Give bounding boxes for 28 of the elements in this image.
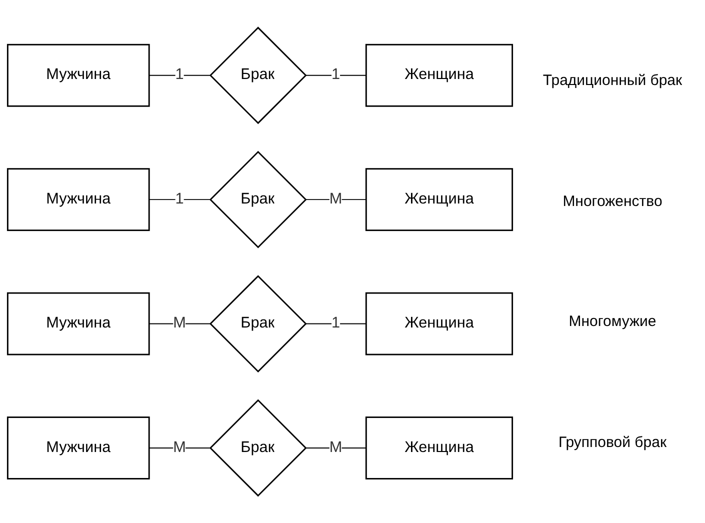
connector: [148, 74, 210, 76]
edge-label: 1: [175, 66, 184, 83]
row-caption: Групповой брак: [557, 434, 668, 452]
node-box: Женщина: [365, 416, 514, 480]
connector: [148, 198, 210, 200]
node-diamond: Брак: [209, 26, 307, 124]
node-diamond: Брак: [209, 150, 307, 248]
node-box: Мужчина: [6, 44, 150, 107]
node-box: Женщина: [365, 292, 514, 356]
edge-label: M: [329, 190, 342, 208]
row-caption: Традиционный брак: [542, 72, 684, 89]
node-box: Женщина: [365, 44, 514, 107]
row-caption: Многоженство: [562, 192, 664, 210]
row-caption: Многомужие: [568, 313, 658, 330]
edge-label: 1: [175, 190, 184, 208]
edge-label: M: [329, 439, 342, 456]
edge-label: M: [173, 314, 186, 332]
node-diamond: Брак: [209, 399, 307, 496]
node-box: Мужчина: [6, 416, 150, 480]
node-box: Мужчина: [6, 168, 150, 231]
node-diamond: Брак: [209, 274, 307, 372]
edge-label: M: [173, 439, 186, 456]
connector: [304, 74, 367, 76]
node-box: Мужчина: [6, 292, 150, 356]
node-box: Женщина: [365, 168, 514, 231]
connector: [304, 323, 367, 324]
edge-label: 1: [331, 314, 340, 332]
edge-label: 1: [331, 66, 340, 83]
